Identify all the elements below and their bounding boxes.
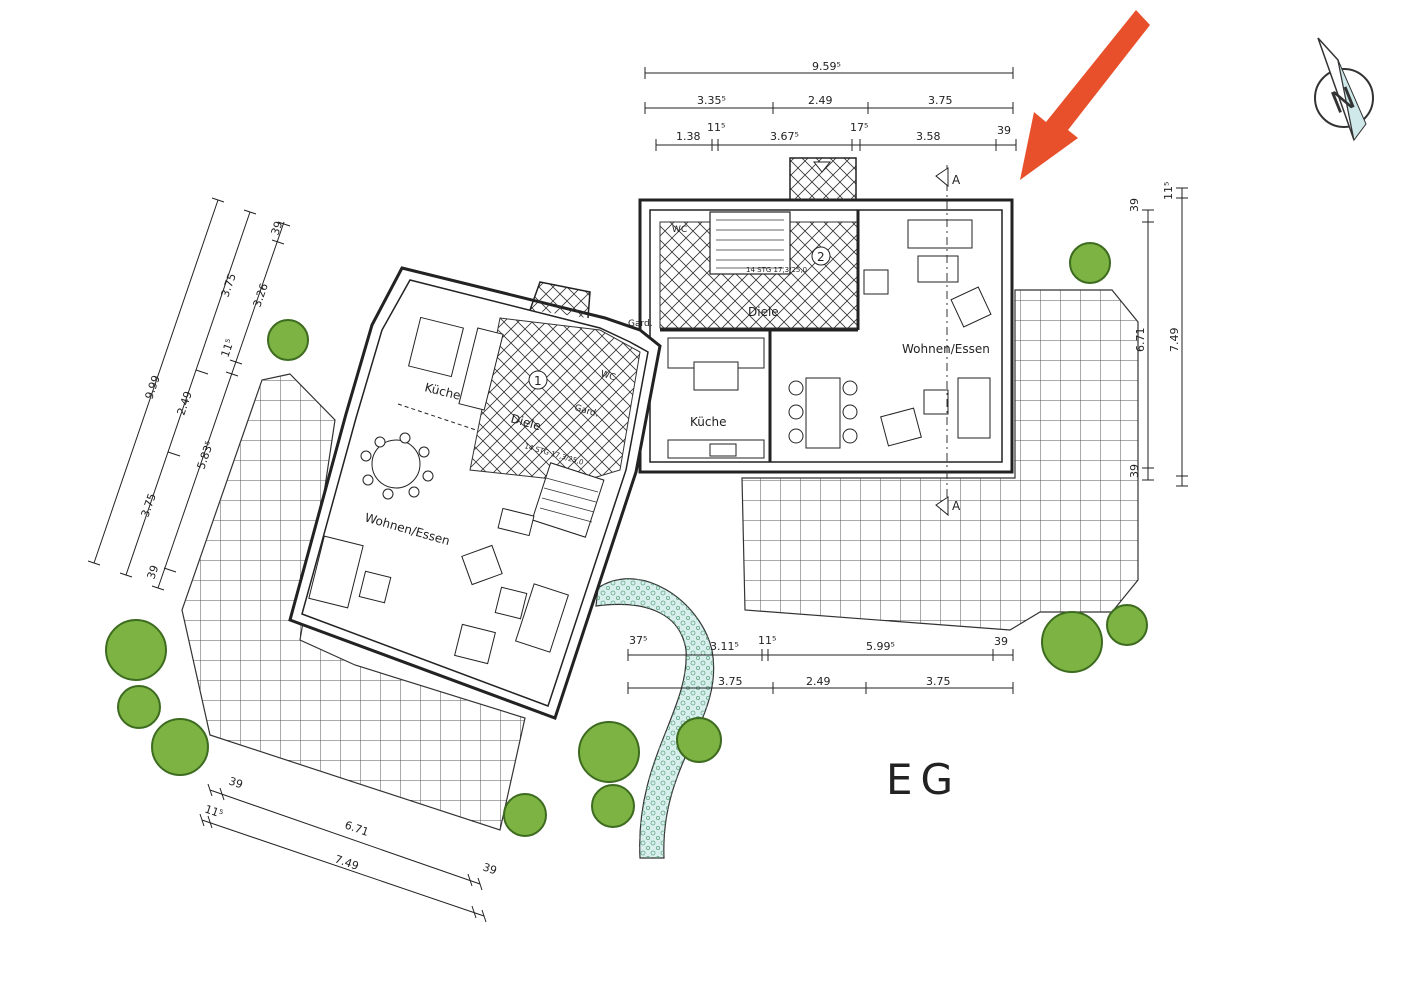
dim-bottom-detail-2: 3.11⁵ (710, 640, 739, 653)
trees (105, 242, 1148, 837)
dim-lower-left-inner-1: 39 (227, 775, 244, 792)
dim-right-outer-2: 7.49 (1168, 328, 1181, 353)
unit-2-number: 2 (817, 250, 825, 264)
dim-bottom-detail-3: 11⁵ (758, 634, 776, 647)
dim-left-mid-3: 3.75 (219, 272, 239, 299)
dim-bottom-mid-3: 3.75 (926, 675, 951, 688)
dim-lower-left-outer-3: 39 (481, 861, 498, 878)
unit-1-wc-label: WC (599, 369, 616, 383)
dim-top-detail-5: 3.58 (916, 130, 941, 143)
floor-label: EG (886, 755, 961, 804)
dim-left-mid-1: 3.75 (139, 492, 159, 519)
dim-left-detail-2: 3.26 (251, 282, 271, 309)
unit-1-number: 1 (534, 374, 542, 388)
dim-top-mid-3: 3.75 (928, 94, 953, 107)
dim-lower-left-inner-2: 6.71 (343, 819, 370, 839)
unit-2-wc-label: WC (672, 225, 687, 235)
unit-2-stair-label: 14 STG 17,3/25,0 (746, 266, 807, 274)
unit-2-kitchen-label: Küche (690, 415, 726, 429)
section-marker-bottom: A (952, 499, 961, 513)
dim-bottom-mid-1: 3.75 (718, 675, 743, 688)
dim-top-detail-4: 17⁵ (850, 121, 868, 134)
dim-bottom-detail-4: 5.99⁵ (866, 640, 895, 653)
dim-left-detail-1: 39 (145, 564, 162, 581)
dim-bottom-mid-2: 2.49 (806, 675, 831, 688)
dim-top-detail-6: 39 (997, 124, 1011, 137)
dim-top-detail-1: 1.38 (676, 130, 701, 143)
highlight-arrow (1020, 10, 1150, 180)
dim-right-inner-2: 39 (1128, 464, 1141, 478)
dim-top-mid-1: 3.35⁵ (697, 94, 726, 107)
dim-bottom-detail-1: 37⁵ (629, 634, 647, 647)
dim-top-overall: 9.59⁵ (812, 60, 841, 73)
unit-2-living-label: Wohnen/Essen (902, 342, 990, 356)
dim-top-mid-2: 2.49 (808, 94, 833, 107)
unit-2-wardrobe-label: Gard. (628, 319, 653, 329)
dim-right-outer-3: 11⁵ (1162, 182, 1175, 200)
dim-lower-left-outer-1: 11⁵ (203, 803, 225, 821)
dim-left-detail-3: 11⁵ (219, 337, 237, 359)
dim-left-detail-5: 39 (269, 220, 286, 237)
unit-1: 1 Küche Diele Wohnen/Essen WC Gard. 14 S… (288, 266, 662, 720)
unit-2-hall-label: Diele (748, 305, 779, 319)
dim-top-detail-2: 11⁵ (707, 121, 725, 134)
dim-left-detail-4: 5.83⁵ (195, 439, 217, 471)
section-marker-top: A (952, 173, 961, 187)
unit-2: 2 Küche Diele Wohnen/Essen WC Gard. 14 S… (628, 157, 1014, 517)
dim-right-inner-1: 6.71 (1134, 328, 1147, 353)
terrace-right (741, 289, 1139, 631)
dim-bottom-detail-5: 39 (994, 635, 1008, 648)
dim-left-overall: 9.99 (143, 374, 163, 401)
compass-icon: N (1314, 37, 1374, 142)
dim-right-outer-1: 39 (1128, 198, 1141, 212)
dim-top-detail-3: 3.67⁵ (770, 130, 799, 143)
dim-left-mid-2: 2.49 (175, 390, 195, 417)
